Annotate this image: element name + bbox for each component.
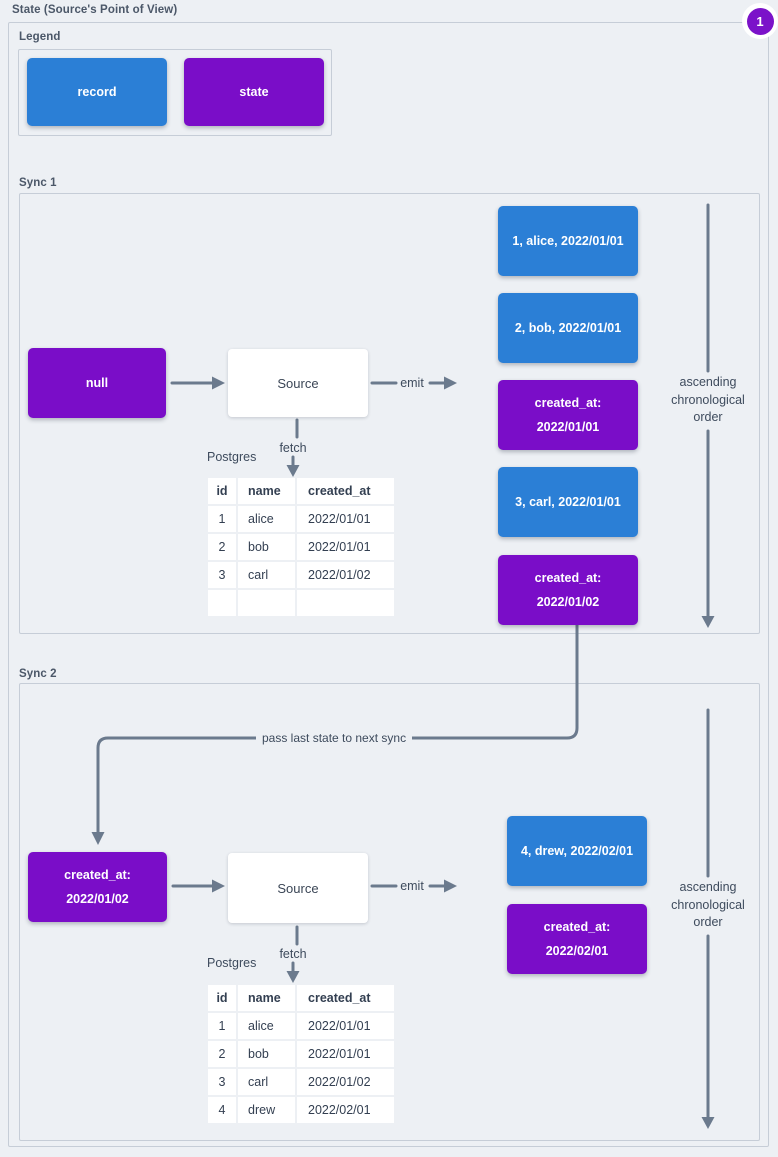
table-header-row: id name created_at bbox=[208, 478, 394, 504]
record-node: 2, bob, 2022/01/01 bbox=[498, 293, 638, 363]
table-cell: drew bbox=[238, 1097, 295, 1123]
table-cell: carl bbox=[238, 562, 295, 588]
table-row: 2 bob 2022/01/01 bbox=[208, 1041, 394, 1067]
table-cell: 1 bbox=[208, 506, 236, 532]
table-header-id: id bbox=[208, 478, 236, 504]
sync2-fetch-label: fetch bbox=[279, 947, 307, 961]
table-cell: 2022/01/01 bbox=[297, 534, 394, 560]
sync1-label: Sync 1 bbox=[19, 177, 57, 189]
sync1-emit-label: emit bbox=[400, 376, 424, 390]
record-node: 4, drew, 2022/02/01 bbox=[507, 816, 647, 886]
page-title: State (Source's Point of View) bbox=[12, 4, 178, 16]
state-node: created_at: 2022/01/01 bbox=[498, 380, 638, 450]
state-node: created_at: 2022/01/02 bbox=[498, 555, 638, 625]
table-header-created-at: created_at bbox=[297, 985, 394, 1011]
table-row: 1 alice 2022/01/01 bbox=[208, 1013, 394, 1039]
sync1-order-label: ascending chronological order bbox=[671, 375, 745, 424]
table-cell: 2022/01/02 bbox=[297, 562, 394, 588]
sync2-source-node: Source bbox=[228, 853, 368, 923]
table-cell bbox=[238, 590, 295, 616]
sync2-postgres-table: id name created_at 1 alice 2022/01/01 2 … bbox=[206, 983, 396, 1125]
table-header-id: id bbox=[208, 985, 236, 1011]
table-cell: 2 bbox=[208, 534, 236, 560]
table-cell bbox=[208, 590, 236, 616]
table-cell: 3 bbox=[208, 562, 236, 588]
table-header-name: name bbox=[238, 985, 295, 1011]
table-cell: 1 bbox=[208, 1013, 236, 1039]
table-row: 3 carl 2022/01/02 bbox=[208, 1069, 394, 1095]
sync1-input-state-node: null bbox=[28, 348, 166, 418]
sync2-emit-label: emit bbox=[400, 879, 424, 893]
legend-group-box bbox=[18, 49, 332, 136]
state-node: created_at: 2022/02/01 bbox=[507, 904, 647, 974]
table-cell bbox=[297, 590, 394, 616]
sync1-postgres-label: Postgres bbox=[207, 450, 257, 464]
table-cell: 2022/01/01 bbox=[297, 1013, 394, 1039]
table-cell: 2022/02/01 bbox=[297, 1097, 394, 1123]
table-cell: 2022/01/02 bbox=[297, 1069, 394, 1095]
legend-label: Legend bbox=[19, 31, 61, 43]
table-cell: 2 bbox=[208, 1041, 236, 1067]
legend-state-node: state bbox=[184, 58, 324, 126]
table-cell: 2022/01/01 bbox=[297, 506, 394, 532]
sync2-order-label: ascending chronological order bbox=[671, 880, 745, 929]
table-cell: carl bbox=[238, 1069, 295, 1095]
record-node: 1, alice, 2022/01/01 bbox=[498, 206, 638, 276]
table-header-created-at: created_at bbox=[297, 478, 394, 504]
outer-group-box bbox=[8, 22, 769, 1147]
connector-pass-state-label: pass last state to next sync bbox=[256, 730, 413, 746]
table-row: 4 drew 2022/02/01 bbox=[208, 1097, 394, 1123]
table-cell: alice bbox=[238, 506, 295, 532]
table-row: 3 carl 2022/01/02 bbox=[208, 562, 394, 588]
step-badge-number: 1 bbox=[746, 7, 774, 35]
table-header-row: id name created_at bbox=[208, 985, 394, 1011]
table-cell: 4 bbox=[208, 1097, 236, 1123]
sync2-postgres-label: Postgres bbox=[207, 956, 257, 970]
table-cell: bob bbox=[238, 1041, 295, 1067]
sync1-postgres-table: id name created_at 1 alice 2022/01/01 2 … bbox=[206, 476, 396, 618]
table-cell: alice bbox=[238, 1013, 295, 1039]
sync2-input-state-node: created_at: 2022/01/02 bbox=[28, 852, 167, 922]
record-node: 3, carl, 2022/01/01 bbox=[498, 467, 638, 537]
sync1-fetch-label: fetch bbox=[279, 441, 307, 455]
step-badge: 1 bbox=[742, 3, 778, 39]
table-cell: bob bbox=[238, 534, 295, 560]
sync2-label: Sync 2 bbox=[19, 668, 57, 680]
sync1-source-node: Source bbox=[228, 349, 368, 417]
table-header-name: name bbox=[238, 478, 295, 504]
legend-record-node: record bbox=[27, 58, 167, 126]
table-cell: 2022/01/01 bbox=[297, 1041, 394, 1067]
table-cell: 3 bbox=[208, 1069, 236, 1095]
table-row: 2 bob 2022/01/01 bbox=[208, 534, 394, 560]
table-row bbox=[208, 590, 394, 616]
table-row: 1 alice 2022/01/01 bbox=[208, 506, 394, 532]
